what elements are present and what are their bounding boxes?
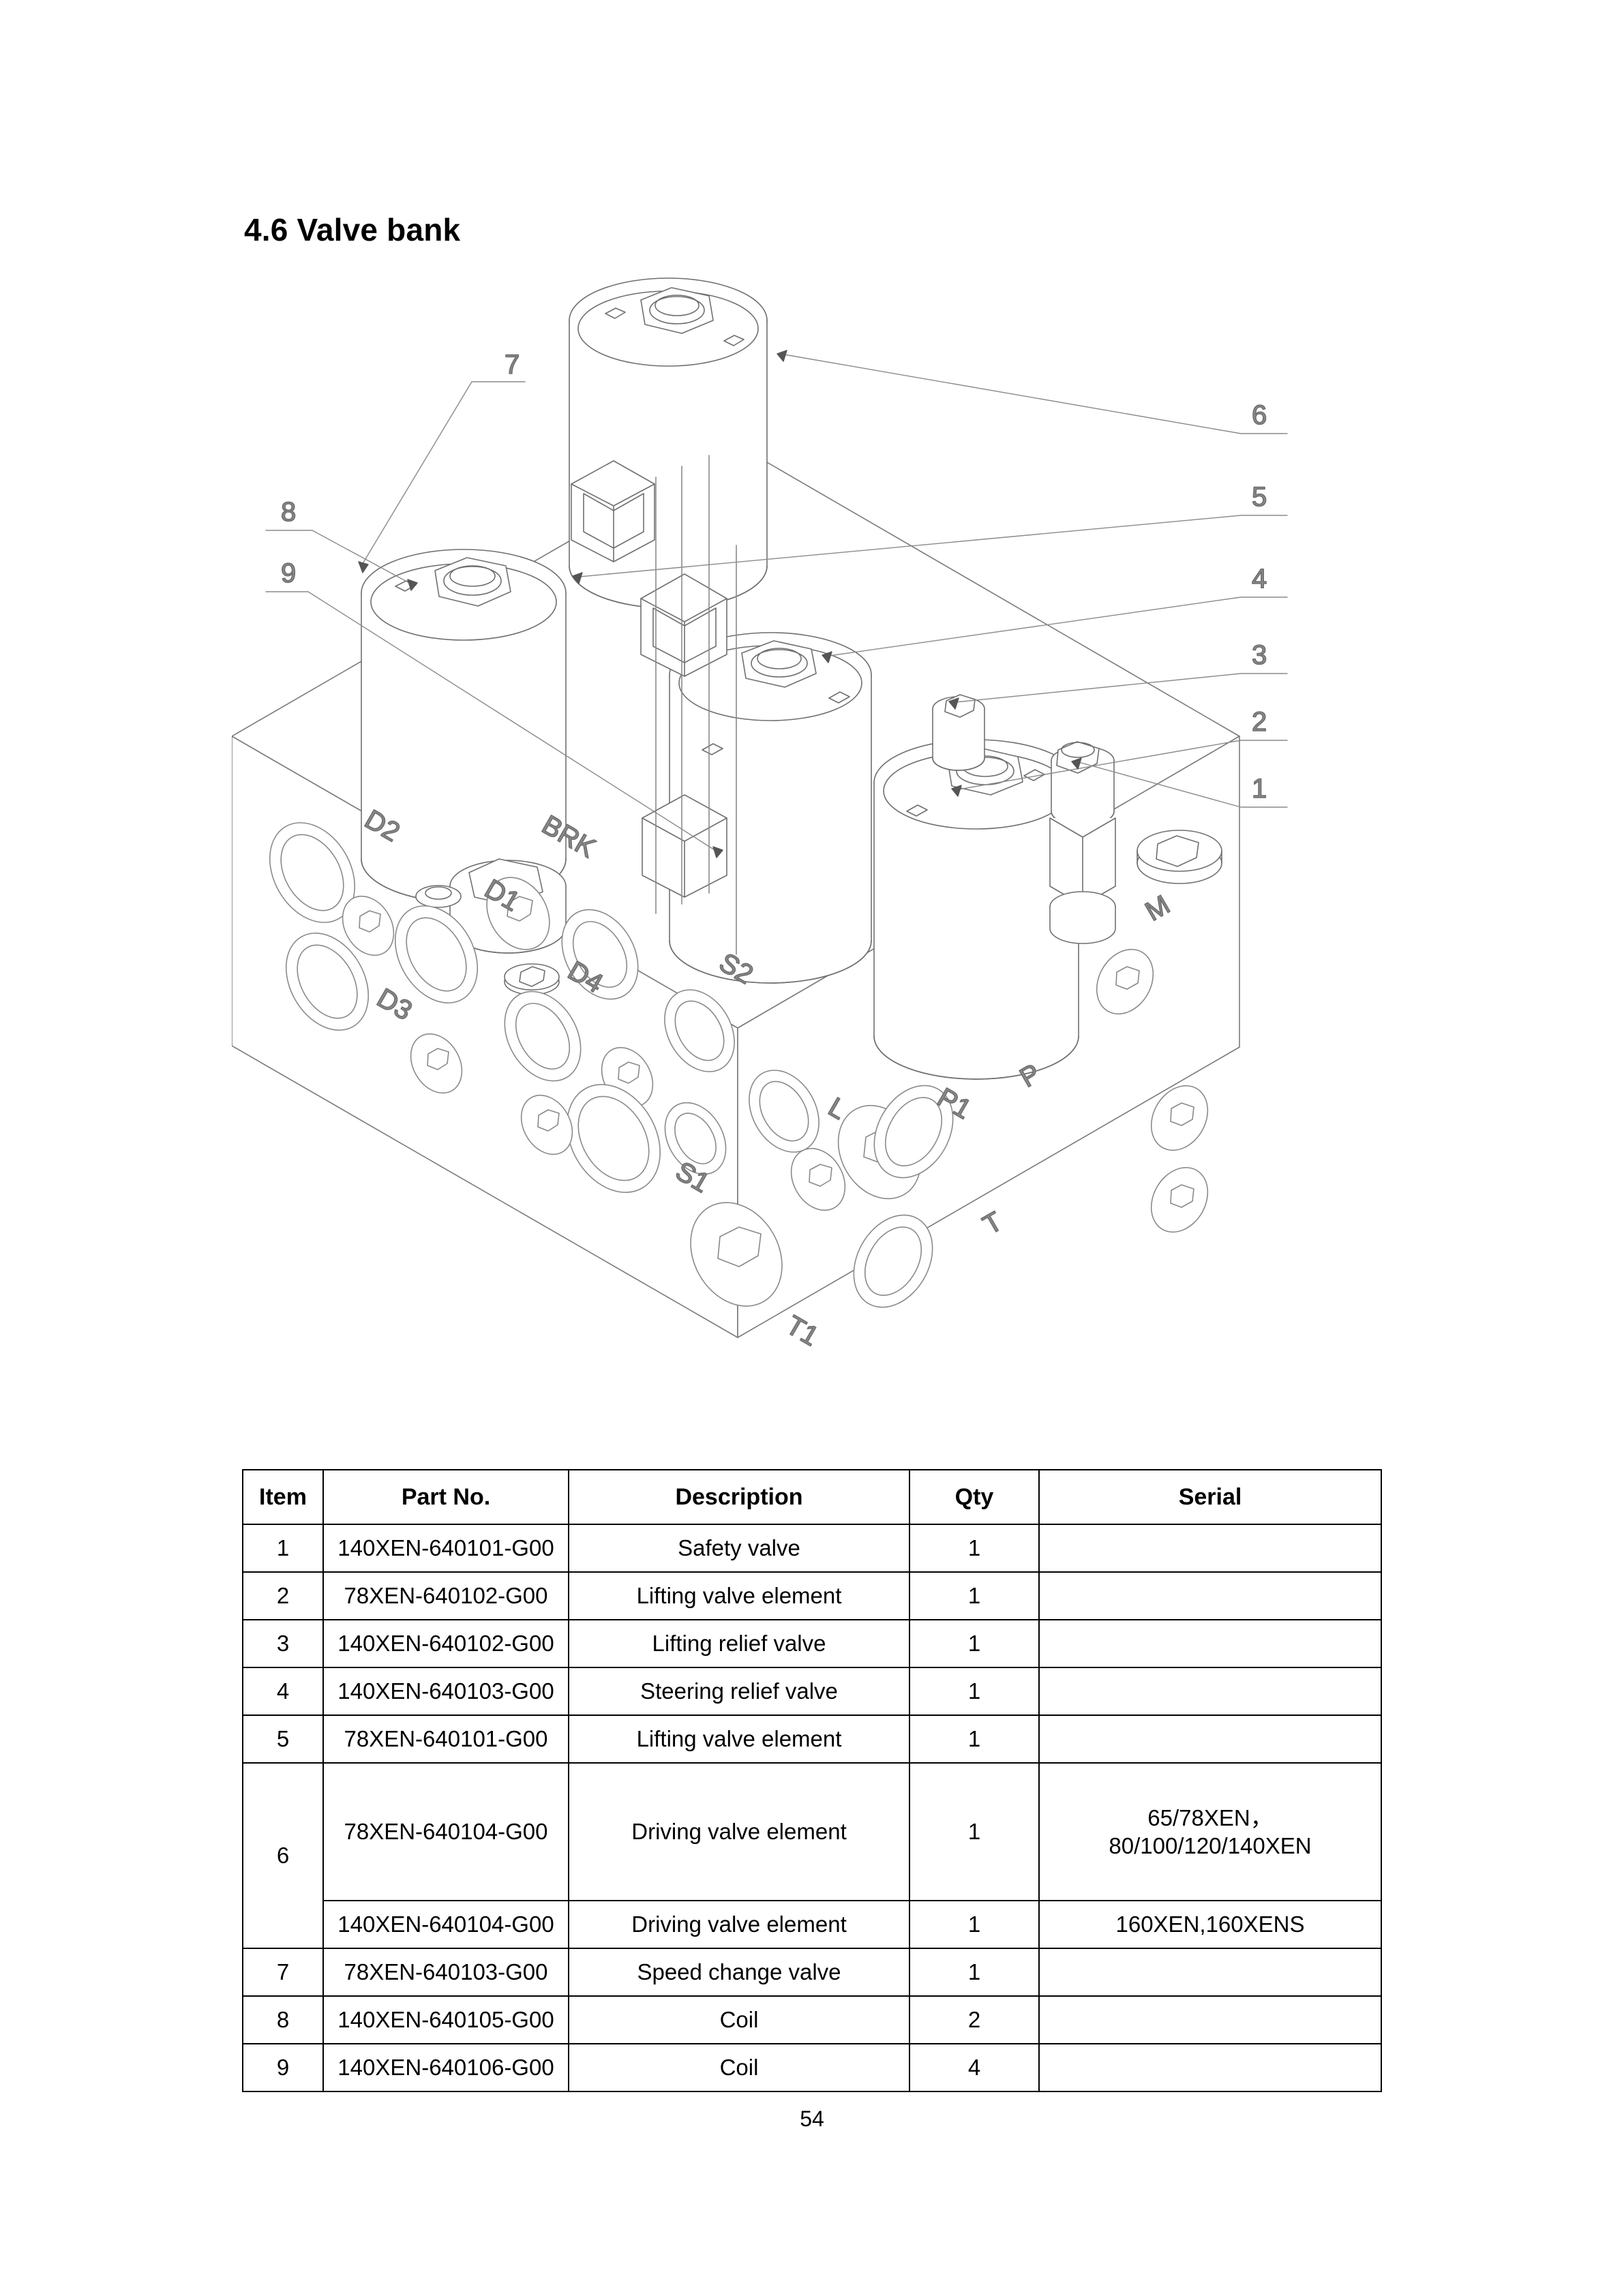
cell-description: Driving valve element [568, 1762, 910, 1901]
cell-item: 1 [242, 1524, 324, 1573]
callout-2: 2 [1252, 707, 1267, 737]
cell-part-no: 140XEN-640102-G00 [322, 1619, 569, 1668]
parts-table: Item Part No. Description Qty Serial 1 1… [242, 1469, 1382, 2092]
table-row: 9 140XEN-640106-G00 Coil 4 [242, 2043, 1382, 2092]
hex-cap-m-port [1137, 830, 1222, 884]
cell-item: 9 [242, 2043, 324, 2092]
table-row: 140XEN-640104-G00 Driving valve element … [243, 1900, 1382, 1949]
cell-description: Driving valve element [568, 1900, 910, 1949]
col-header-serial: Serial [1038, 1469, 1382, 1525]
cell-serial [1038, 1995, 1382, 2044]
cell-item: 7 [242, 1948, 324, 1997]
table-row: 1 140XEN-640101-G00 Safety valve 1 [242, 1524, 1382, 1573]
coil-rear-tall [569, 277, 768, 609]
cell-part-no: 140XEN-640105-G00 [322, 1995, 569, 2044]
cell-qty: 1 [909, 1619, 1040, 1668]
cell-description: Lifting relief valve [568, 1619, 910, 1668]
cell-description: Coil [568, 1995, 910, 2044]
cell-qty: 1 [909, 1524, 1040, 1573]
cell-description: Speed change valve [568, 1948, 910, 1997]
callout-3: 3 [1252, 640, 1267, 670]
cell-serial: 160XEN,160XENS [1038, 1900, 1382, 1949]
cartridge-valve-3 [932, 694, 985, 771]
table-header-row: Item Part No. Description Qty Serial [242, 1469, 1382, 1525]
cell-part-no: 78XEN-640103-G00 [322, 1948, 569, 1997]
serial-line-2: 80/100/120/140XEN [1109, 1833, 1312, 1858]
port-label-t1: T1 [781, 1310, 824, 1352]
cell-serial [1038, 1667, 1382, 1716]
cell-serial [1038, 1715, 1382, 1764]
cell-item: 6 [242, 1762, 324, 1949]
cell-qty: 1 [909, 1762, 1040, 1901]
front-face-ports [269, 822, 922, 1307]
cell-qty: 1 [909, 1948, 1040, 1997]
cell-qty: 1 [909, 1715, 1040, 1764]
port-label-t: T [978, 1206, 1008, 1240]
table-row: 6 78XEN-640104-G00 Driving valve element… [242, 1762, 1382, 1949]
cell-item: 3 [242, 1619, 324, 1668]
cell-part-no: 78XEN-640101-G00 [322, 1715, 569, 1764]
coil-left-front [361, 549, 567, 903]
cell-part-no: 78XEN-640104-G00 [322, 1762, 569, 1901]
hex-screw-top-center [504, 963, 560, 995]
cell-part-no: 140XEN-640104-G00 [322, 1900, 569, 1949]
col-header-item: Item [242, 1469, 324, 1525]
valve-bank-exploded-figure: 7 8 9 6 5 4 3 2 1 D2 D1 D3 D4 BRK S2 S1 … [232, 273, 1418, 1445]
cell-part-no: 140XEN-640103-G00 [322, 1667, 569, 1716]
valve-stack-rail [655, 455, 737, 955]
cell-item: 4 [242, 1667, 324, 1716]
callout-5: 5 [1252, 482, 1267, 512]
page-title: 4.6 Valve bank [244, 212, 461, 247]
table-row: 7 78XEN-640103-G00 Speed change valve 1 [242, 1948, 1382, 1997]
cell-item: 5 [242, 1715, 324, 1764]
cell-serial [1038, 1571, 1382, 1620]
page-number: 54 [800, 2106, 824, 2131]
parts-table-container: Item Part No. Description Qty Serial 1 1… [242, 1469, 1382, 2092]
cell-serial [1038, 1948, 1382, 1997]
table-row: 8 140XEN-640105-G00 Coil 2 [242, 1995, 1382, 2044]
cell-serial: 65/78XEN， 80/100/120/140XEN [1038, 1762, 1382, 1901]
cell-item: 8 [242, 1995, 324, 2044]
callout-6: 6 [1252, 400, 1267, 430]
coil-right-front [873, 739, 1079, 1080]
callout-4: 4 [1252, 564, 1267, 594]
cell-qty: 4 [909, 2043, 1040, 2092]
cell-qty: 2 [909, 1995, 1040, 2044]
serial-line-1: 65/78XEN， [1147, 1804, 1273, 1830]
cell-description: Coil [568, 2043, 910, 2092]
cell-part-no: 140XEN-640106-G00 [322, 2043, 569, 2092]
callout-8: 8 [281, 497, 296, 527]
cell-description: Lifting valve element [568, 1715, 910, 1764]
cell-qty: 1 [909, 1571, 1040, 1620]
cell-serial [1038, 1524, 1382, 1573]
cell-serial [1038, 2043, 1382, 2092]
col-header-qty: Qty [909, 1469, 1040, 1525]
table-row: 2 78XEN-640102-G00 Lifting valve element… [242, 1571, 1382, 1620]
callout-7: 7 [505, 350, 520, 380]
callout-1: 1 [1252, 774, 1267, 804]
callout-leaders [265, 350, 1288, 858]
cell-part-no: 78XEN-640102-G00 [322, 1571, 569, 1620]
cell-description: Lifting valve element [568, 1571, 910, 1620]
cell-description: Safety valve [568, 1524, 910, 1573]
col-header-part-no: Part No. [322, 1469, 569, 1525]
right-face-ports [853, 948, 1209, 1308]
table-row: 3 140XEN-640102-G00 Lifting relief valve… [242, 1619, 1382, 1668]
cell-qty: 1 [909, 1667, 1040, 1716]
cell-item: 2 [242, 1571, 324, 1620]
cell-serial [1038, 1619, 1382, 1668]
table-row: 4 140XEN-640103-G00 Steering relief valv… [242, 1667, 1382, 1716]
connector-plug-middle [640, 573, 727, 677]
table-row: 5 78XEN-640101-G00 Lifting valve element… [242, 1715, 1382, 1764]
connector-plug-upper [571, 460, 655, 562]
cell-part-no: 140XEN-640101-G00 [322, 1524, 569, 1573]
col-header-description: Description [568, 1469, 910, 1525]
cell-description: Steering relief valve [568, 1667, 910, 1716]
cell-qty: 1 [909, 1900, 1040, 1949]
callout-9: 9 [281, 558, 296, 588]
